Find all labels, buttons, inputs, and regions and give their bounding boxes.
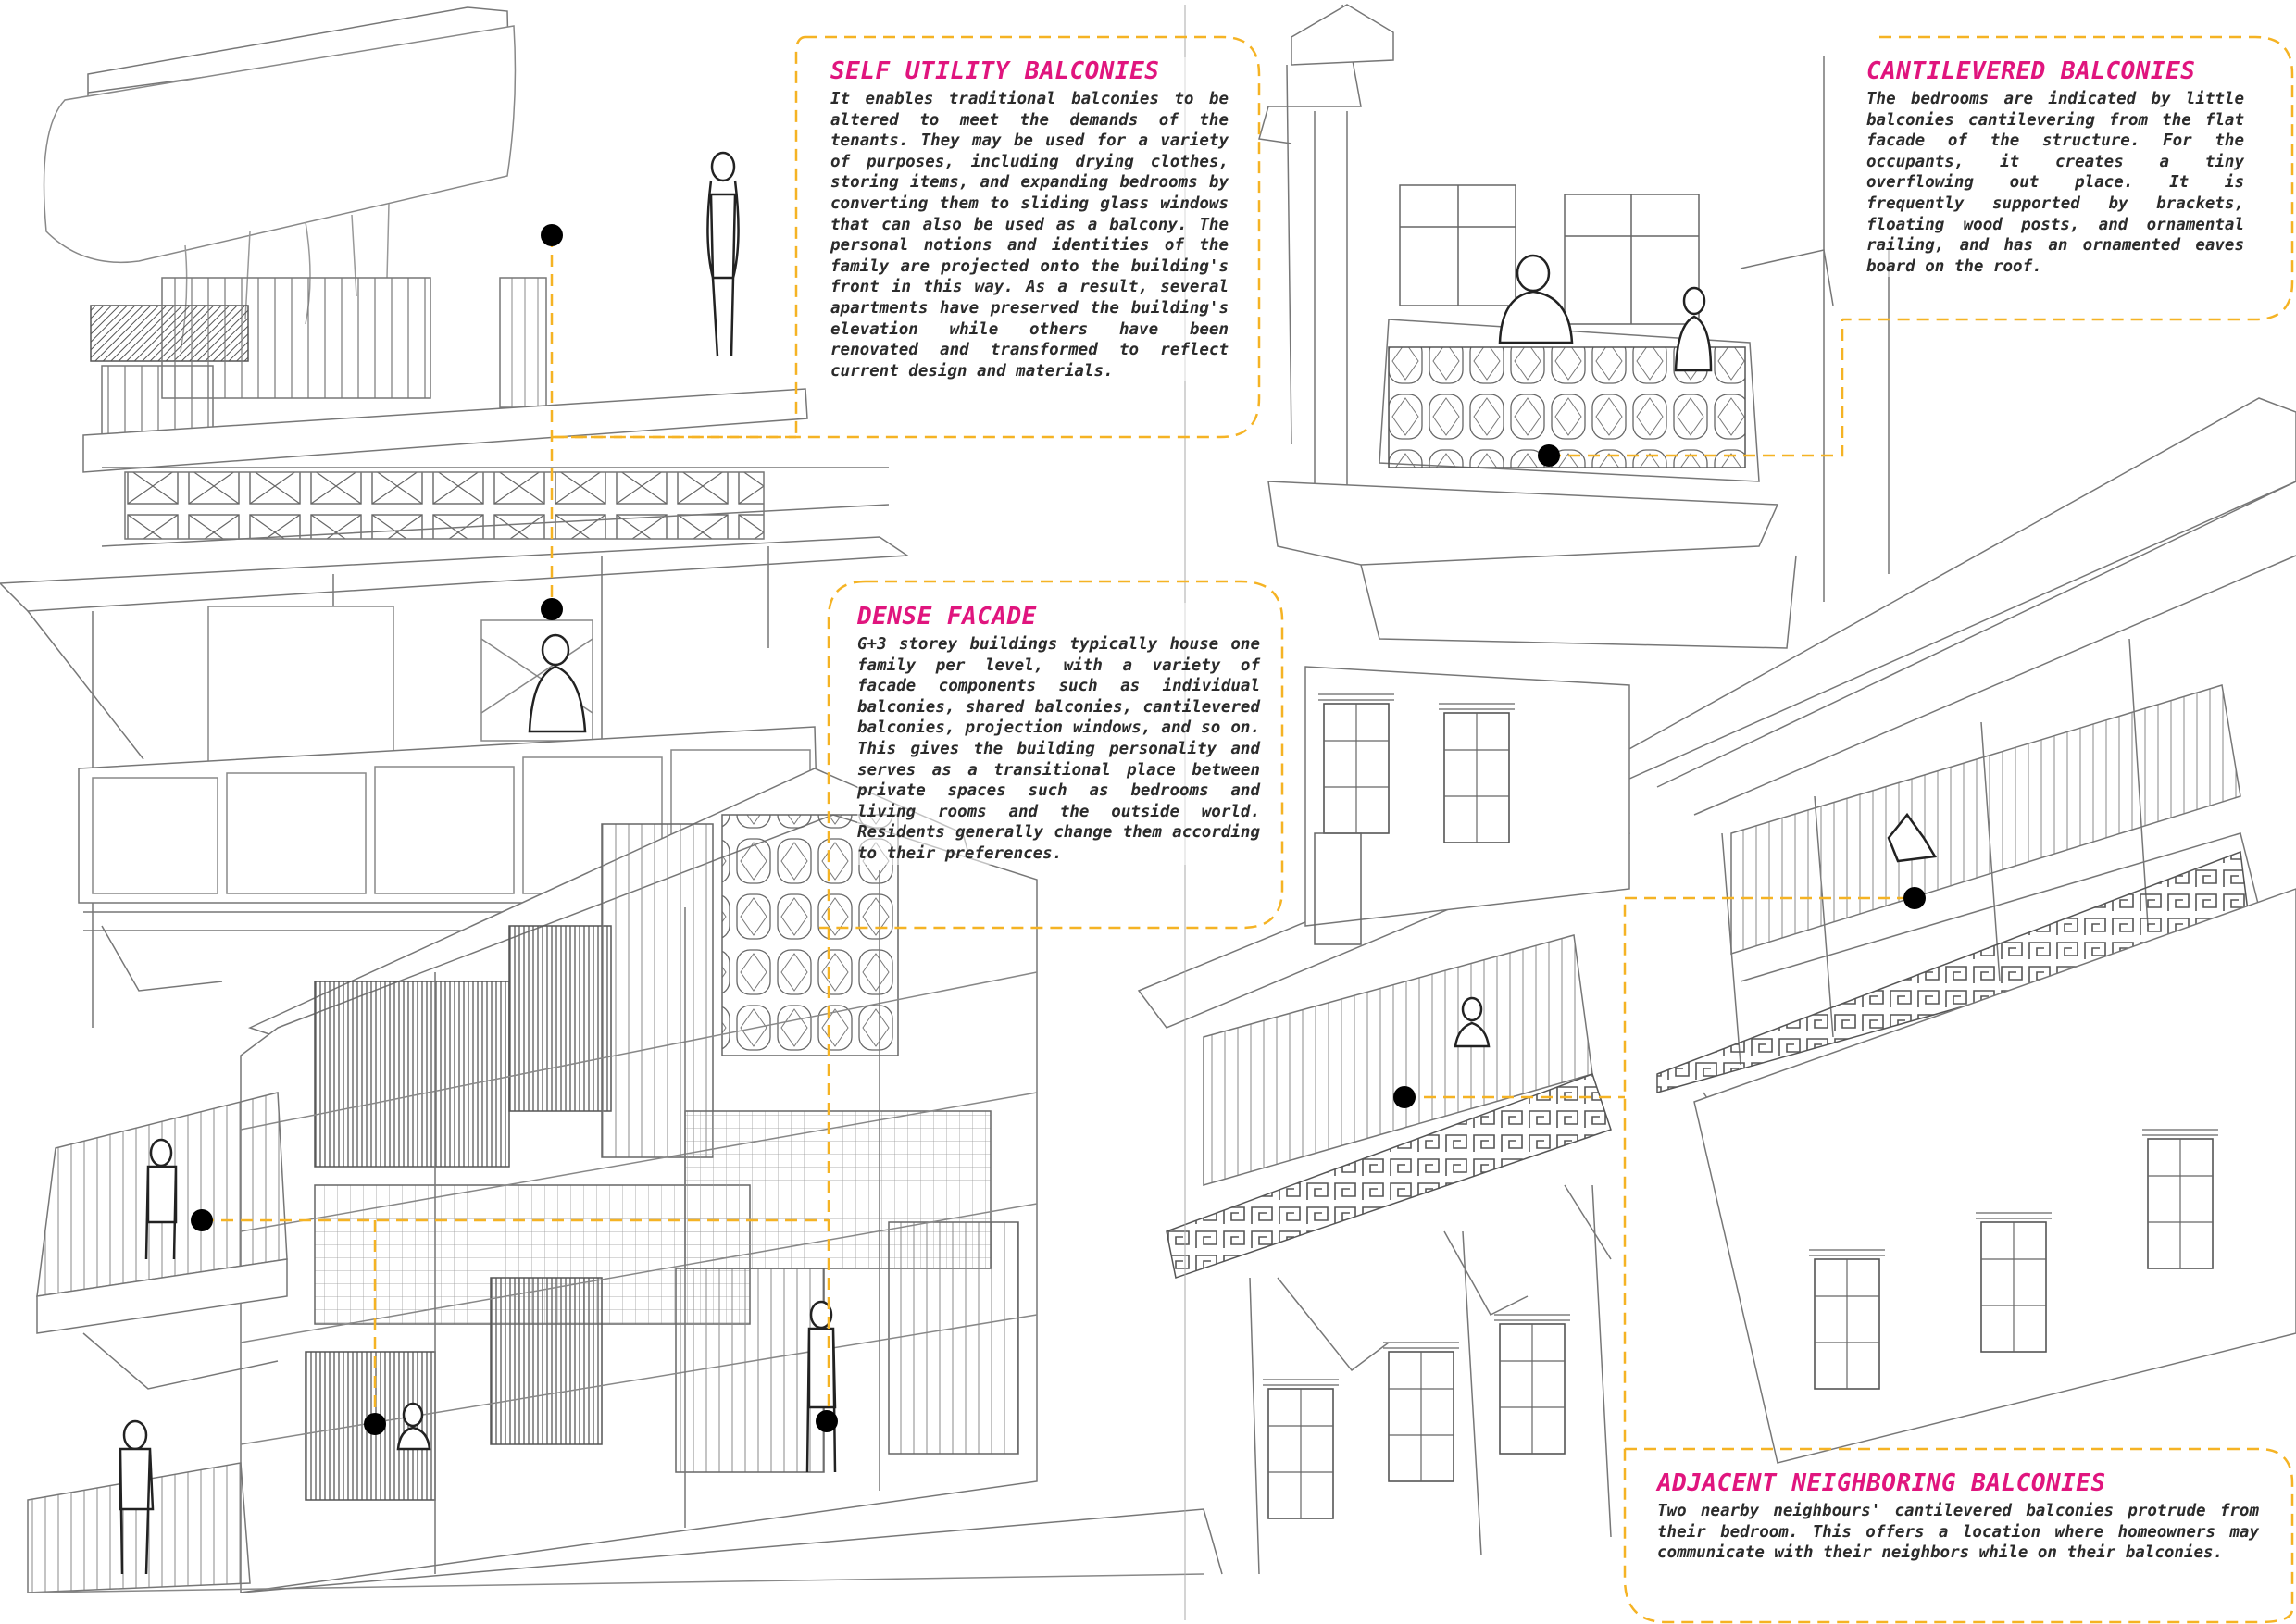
dot-cantilevered bbox=[1538, 444, 1560, 467]
callout-body: G+3 storey buildings typically house one… bbox=[857, 635, 1260, 863]
callout-adjacent: ADJACENT NEIGHBORING BALCONIES Two nearb… bbox=[1657, 1469, 2259, 1564]
people bbox=[119, 151, 1938, 1575]
dot-dense-standing bbox=[816, 1410, 838, 1432]
person-far-right bbox=[1887, 812, 1938, 863]
callout-title: DENSE FACADE bbox=[857, 603, 1037, 631]
left-building bbox=[0, 6, 1223, 1593]
person-dense-child bbox=[396, 1402, 431, 1451]
dot-dense-left bbox=[191, 1209, 213, 1231]
callout-body: The bedrooms are indicated by little bal… bbox=[1866, 90, 2244, 276]
frame-dense-facade bbox=[819, 580, 1284, 930]
person-bottom-left bbox=[119, 1419, 155, 1575]
right-building bbox=[1137, 5, 2296, 1620]
leader-adjacent bbox=[1404, 896, 1915, 1099]
person-cantilever-young bbox=[1674, 286, 1713, 372]
callout-self-utility: SELF UTILITY BALCONIES It enables tradit… bbox=[830, 57, 1229, 382]
leader-self-utility bbox=[550, 235, 796, 609]
person-left-balcony bbox=[144, 1138, 178, 1260]
callout-dense-facade: DENSE FACADE G+3 storey buildings typica… bbox=[857, 603, 1260, 865]
leader-dense-a bbox=[202, 1218, 829, 1424]
leader-lines bbox=[202, 235, 1915, 1424]
callout-title: ADJACENT NEIGHBORING BALCONIES bbox=[1657, 1469, 2106, 1497]
anchor-dots bbox=[191, 224, 1926, 1435]
callout-body: Two nearby neighbours' cantilevered balc… bbox=[1657, 1502, 2259, 1563]
callout-title: SELF UTILITY BALCONIES bbox=[830, 57, 1160, 85]
person-cantilever-old bbox=[1498, 254, 1574, 344]
cantilever-building bbox=[1258, 4, 1890, 649]
dot-dense-child bbox=[364, 1413, 386, 1435]
dot-adjacent-left bbox=[1393, 1086, 1416, 1108]
frame-cantilevered bbox=[1842, 35, 2294, 321]
dot-self-utility-1 bbox=[541, 224, 563, 246]
dot-adjacent-right bbox=[1903, 887, 1926, 909]
person-top-left bbox=[706, 151, 740, 357]
dot-self-utility-2 bbox=[541, 598, 563, 620]
callout-title: CANTILEVERED BALCONIES bbox=[1866, 57, 2196, 85]
callout-body: It enables traditional balconies to be a… bbox=[830, 90, 1229, 381]
person-right-balcony bbox=[1454, 996, 1491, 1048]
frame-self-utility bbox=[555, 35, 1261, 439]
leader-cantilevered bbox=[1549, 319, 1844, 457]
callout-cantilevered: CANTILEVERED BALCONIES The bedrooms are … bbox=[1866, 57, 2244, 278]
callout-frames bbox=[555, 35, 2294, 1624]
frame-adjacent bbox=[1623, 898, 2294, 1624]
person-mid-left bbox=[528, 633, 587, 733]
